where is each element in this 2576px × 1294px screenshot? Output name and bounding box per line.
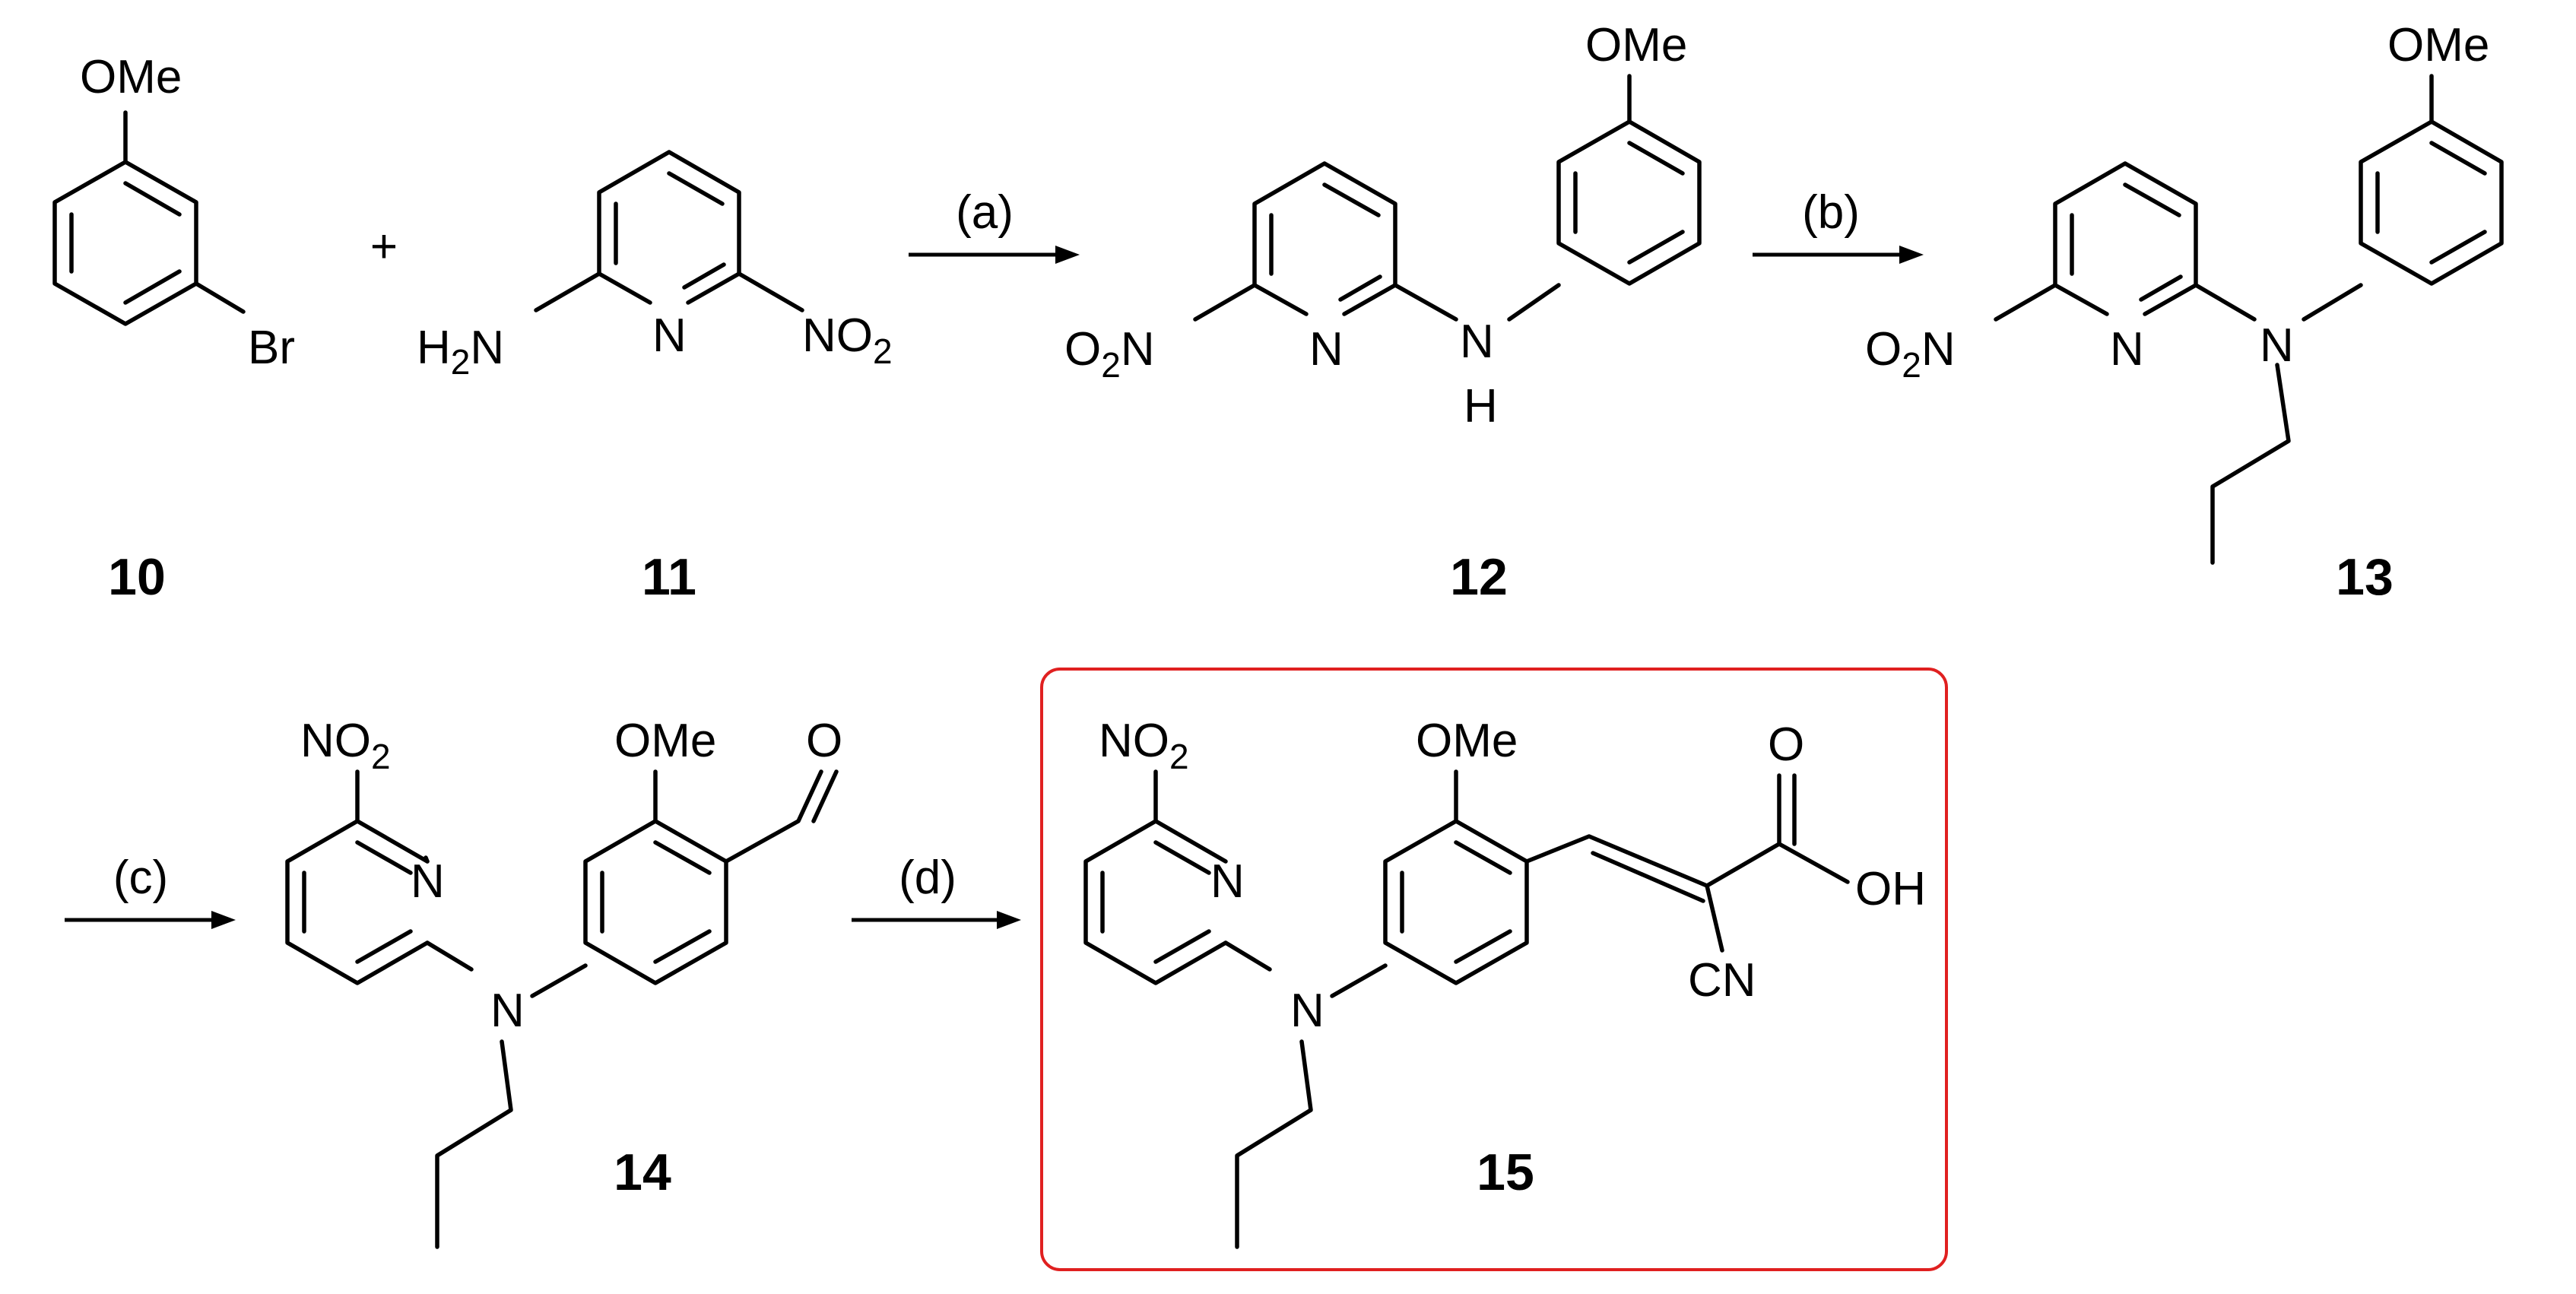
compound-14-structure: N NO2 N OMe O — [285, 715, 842, 1249]
atom-ome: OMe — [1416, 715, 1518, 767]
compound-label-13: 13 — [2336, 548, 2394, 606]
plus-sign: + — [370, 220, 398, 273]
atom-n: N — [652, 309, 687, 362]
atom-n: N — [2110, 323, 2144, 376]
compound-15-structure: N NO2 N OMe O OH CN — [1083, 715, 1926, 1249]
atom-o2n: O2N — [1064, 323, 1155, 385]
atom-ome: OMe — [1585, 19, 1687, 71]
compound-label-10: 10 — [108, 548, 166, 606]
reaction-arrow-d: (d) — [852, 852, 1021, 929]
atom-h2n: H2N — [417, 322, 504, 382]
atom-n: N — [1309, 323, 1344, 376]
atom-cn: CN — [1688, 954, 1756, 1007]
atom-o: O — [806, 715, 842, 767]
atom-h: H — [1464, 380, 1498, 433]
condition-a: (a) — [956, 186, 1014, 239]
atom-n: N — [411, 855, 445, 908]
atom-o: O — [1768, 718, 1804, 771]
atom-oh: OH — [1855, 863, 1926, 915]
atom-no2: NO2 — [300, 715, 391, 776]
compound-label-15: 15 — [1477, 1143, 1534, 1201]
compound-13-structure: N O2N N OMe — [1865, 19, 2504, 565]
atom-o2n: O2N — [1865, 323, 1956, 385]
reaction-arrow-b: (b) — [1753, 186, 1924, 264]
compound-10-structure: OMe Br — [52, 51, 295, 374]
highlight-box — [1040, 668, 1948, 1271]
compound-11-structure: N H2N NO2 — [417, 150, 893, 382]
atom-n: N — [1460, 316, 1494, 368]
condition-c: (c) — [113, 852, 168, 904]
reaction-arrow-c: (c) — [65, 852, 236, 929]
atom-ome: OMe — [80, 51, 182, 103]
atom-ome: OMe — [2387, 19, 2489, 71]
reaction-arrow-a: (a) — [909, 186, 1080, 264]
condition-d: (d) — [899, 852, 956, 904]
compound-label-14: 14 — [614, 1143, 671, 1201]
atom-n: N — [1290, 985, 1324, 1037]
atom-n: N — [1210, 855, 1245, 908]
atom-ome: OMe — [614, 715, 716, 767]
compound-label-12: 12 — [1450, 548, 1508, 606]
atom-no2: NO2 — [1099, 715, 1189, 776]
atom-br: Br — [248, 322, 295, 374]
atom-n: N — [2260, 319, 2294, 372]
atom-n: N — [490, 985, 525, 1037]
compound-label-11: 11 — [642, 548, 696, 606]
condition-b: (b) — [1802, 186, 1860, 239]
compound-12-structure: N O2N N H OMe — [1064, 19, 1702, 433]
atom-no2: NO2 — [802, 309, 893, 371]
